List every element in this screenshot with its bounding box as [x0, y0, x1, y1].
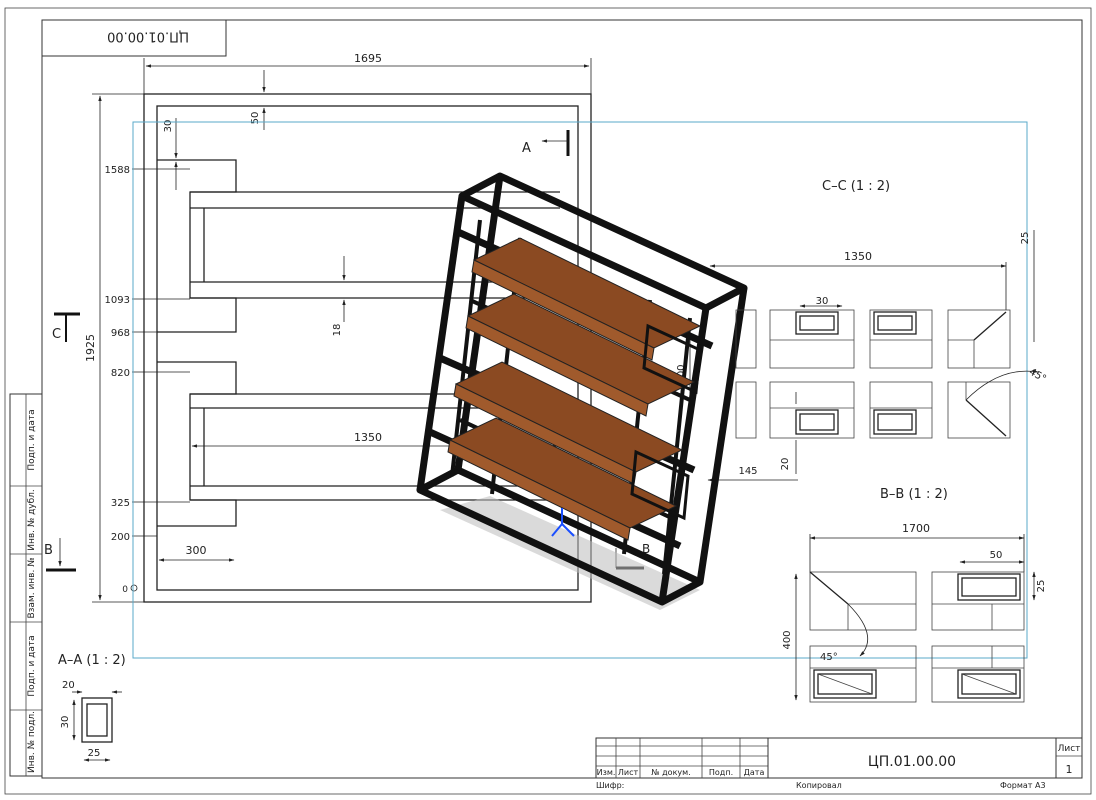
- tb-designation: ЦП.01.00.00: [868, 754, 956, 770]
- section-b-50: 50: [990, 550, 1003, 561]
- tb-header-list: Лист: [618, 768, 639, 777]
- section-a-20: 20: [62, 680, 75, 691]
- dim-325: 325: [111, 498, 130, 509]
- marker-a: А: [522, 141, 531, 156]
- tb-header-izm: Изм.: [597, 768, 616, 777]
- dim-50: 50: [250, 112, 261, 125]
- dim-1350-front: 1350: [354, 431, 382, 444]
- left-strip: Подп. и дата Инв. № дубл. Взам. инв. № П…: [9, 393, 43, 777]
- section-c-45: 45°: [1027, 367, 1048, 385]
- tb-header-date: Дата: [744, 768, 765, 777]
- title-block: Изм. Лист № докум. Подп. Дата ЦП.01.00.0…: [595, 737, 1083, 790]
- dim-1588: 1588: [105, 165, 130, 176]
- tb-cipher: Шифр:: [596, 781, 624, 790]
- rotated-designation: ЦП.01.00.00: [107, 29, 189, 44]
- dim-968: 968: [111, 328, 130, 339]
- section-b-1700: 1700: [902, 522, 930, 535]
- strip-label-5: Инв. № подл.: [27, 711, 37, 773]
- strip-label-1: Подп. и дата: [27, 409, 37, 470]
- section-c-1350: 1350: [844, 250, 872, 263]
- rotated-designation-box: ЦП.01.00.00: [41, 19, 227, 57]
- dim-300: 300: [186, 544, 207, 557]
- section-b-title: В–В (1 : 2): [880, 487, 948, 502]
- section-c-25: 25: [1020, 232, 1031, 245]
- dim-200: 200: [111, 532, 130, 543]
- dim-30: 30: [163, 120, 174, 133]
- axis-triad-icon: [551, 508, 575, 537]
- section-a-title: А–А (1 : 2): [58, 653, 126, 668]
- dim-1695: 1695: [354, 52, 382, 65]
- section-c-30: 30: [816, 296, 829, 307]
- section-b-45: 45°: [820, 652, 838, 663]
- dim-0: 0: [122, 585, 128, 595]
- strip-label-4: Подп. и дата: [27, 635, 37, 696]
- dim-820: 820: [111, 368, 130, 379]
- section-a-25: 25: [88, 748, 101, 759]
- marker-c: С: [52, 327, 61, 342]
- marker-b: В: [44, 543, 53, 558]
- section-b-25: 25: [1036, 580, 1047, 593]
- front-dimensions: 1695 1925 50 30 1588 1093 968 820 325 20…: [84, 52, 798, 603]
- section-b-b: В–В (1 : 2) 1700 50 25 400 45°: [782, 487, 1047, 703]
- section-c-c: С–С (1 : 2) 1350 30 25 45°: [709, 179, 1048, 439]
- marker-b-right: В: [642, 542, 650, 556]
- section-b-400: 400: [782, 630, 793, 649]
- dim-400-front: 400: [676, 364, 687, 383]
- wooden-boards: [447, 237, 702, 541]
- dim-20-front: 20: [780, 458, 791, 471]
- section-a-a: А–А (1 : 2) 20 30 25: [58, 653, 126, 762]
- tb-header-doc: № докум.: [651, 768, 690, 777]
- tb-sheet-number: 1: [1066, 763, 1073, 776]
- tb-copied: Копировал: [796, 781, 842, 790]
- outer-frame: [4, 7, 1092, 795]
- strip-label-2: Инв. № дубл.: [27, 489, 37, 551]
- dim-1093: 1093: [105, 295, 130, 306]
- dim-1925: 1925: [84, 334, 97, 362]
- dim-18: 18: [332, 324, 343, 337]
- tb-format: Формат А3: [1000, 781, 1046, 790]
- section-c-title: С–С (1 : 2): [822, 179, 890, 194]
- strip-label-3: Взам. инв. №: [27, 557, 37, 618]
- tb-header-sign: Подп.: [709, 768, 733, 777]
- section-a-30: 30: [60, 716, 71, 729]
- tb-sheet-label: Лист: [1058, 744, 1081, 754]
- selection-rectangle[interactable]: [132, 121, 1028, 659]
- shelf-3d-model[interactable]: [416, 172, 748, 610]
- dim-145: 145: [738, 466, 757, 477]
